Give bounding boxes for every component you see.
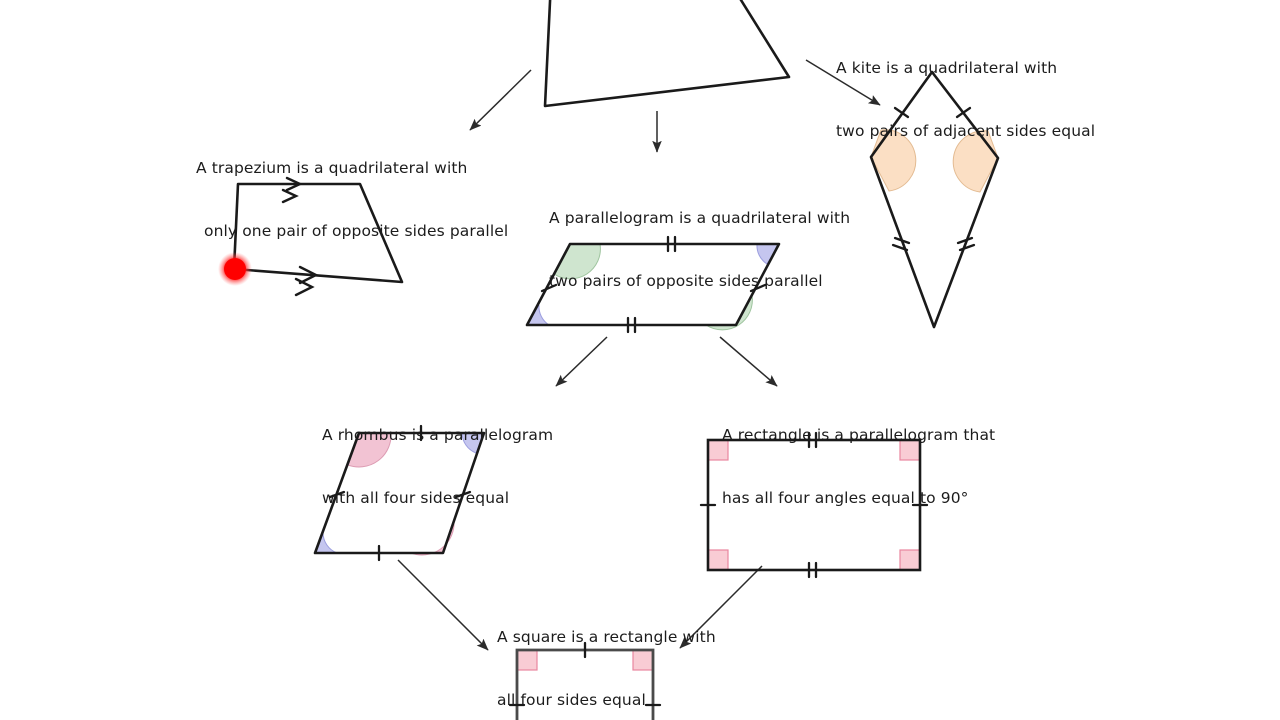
caption-parallelogram: A parallelogram is a quadrilateral with …	[549, 166, 850, 334]
caption-parallelogram-line1: A parallelogram is a quadrilateral with	[549, 209, 851, 227]
caption-trapezium-line1: A trapezium is a quadrilateral with	[196, 159, 468, 177]
arrow-rhombus-to-square	[397, 559, 489, 651]
trapezium-parallel-mark-bottom	[294, 265, 319, 297]
shape-trapezium	[232, 176, 404, 297]
caption-square-line2: all four sides equal	[497, 691, 646, 709]
kite-outline	[869, 70, 1000, 329]
cursor-dot	[224, 258, 246, 280]
arrow-quad-to-kite	[805, 59, 881, 106]
rhombus-tick-marks	[328, 424, 472, 562]
rectangle-right-angle-bottom-left	[707, 549, 729, 571]
arrow-quad-to-trapezium	[469, 69, 532, 131]
parallelogram-outline	[525, 242, 781, 327]
kite-tick-marks	[891, 106, 976, 252]
caption-rectangle-line1: A rectangle is a parallelogram that	[722, 426, 996, 444]
caption-trapezium: A trapezium is a quadrilateral with only…	[196, 116, 508, 284]
mouse-cursor[interactable]	[218, 252, 252, 286]
caption-parallelogram-line2: two pairs of opposite sides parallel	[549, 272, 823, 290]
shape-general-quadrilateral	[543, 0, 791, 108]
caption-kite-line2: two pairs of adjacent sides equal	[836, 122, 1096, 140]
trapezium-parallel-mark-top	[281, 176, 303, 204]
caption-rectangle: A rectangle is a parallelogram that has …	[722, 383, 995, 551]
shape-kite	[869, 70, 1000, 329]
shape-square	[508, 641, 662, 720]
trapezium-outline	[232, 182, 404, 284]
caption-rhombus: A rhombus is a parallelogram with all fo…	[322, 383, 553, 551]
rectangle-right-angle-marks	[707, 439, 921, 571]
shape-rhombus	[313, 424, 486, 562]
arrow-rectangle-to-square	[679, 565, 763, 649]
parallelogram-tick-marks	[540, 235, 767, 334]
caption-rhombus-line2: with all four sides equal	[322, 489, 510, 507]
caption-kite: A kite is a quadrilateral with two pairs…	[836, 16, 1095, 184]
parallelogram-angle-bottom-right	[704, 293, 753, 331]
caption-rectangle-line2: has all four angles equal to 90°	[722, 489, 969, 507]
caption-square-line1: A square is a rectangle with	[497, 628, 716, 646]
caption-trapezium-line2: only one pair of opposite sides parallel	[204, 222, 509, 240]
rhombus-angle-top-left	[347, 432, 392, 468]
shape-parallelogram	[525, 235, 781, 334]
caption-rhombus-line1: A rhombus is a parallelogram	[322, 426, 554, 444]
parallelogram-angle-bottom-left	[526, 304, 551, 326]
caption-square: A square is a rectangle with all four si…	[497, 585, 716, 720]
rectangle-tick-marks	[699, 431, 929, 579]
rhombus-outline	[313, 431, 486, 555]
arrow-parallelogram-to-rhombus	[555, 336, 608, 387]
general-quadrilateral-outline	[543, 0, 791, 108]
caption-kite-line1: A kite is a quadrilateral with	[836, 59, 1058, 77]
shape-rectangle	[699, 431, 929, 579]
arrow-parallelogram-to-rectangle	[719, 336, 778, 387]
rectangle-right-angle-bottom-right	[899, 549, 921, 571]
square-tick-marks	[508, 641, 662, 707]
kite-angle-marks	[870, 129, 999, 193]
arrow-group	[397, 59, 881, 651]
